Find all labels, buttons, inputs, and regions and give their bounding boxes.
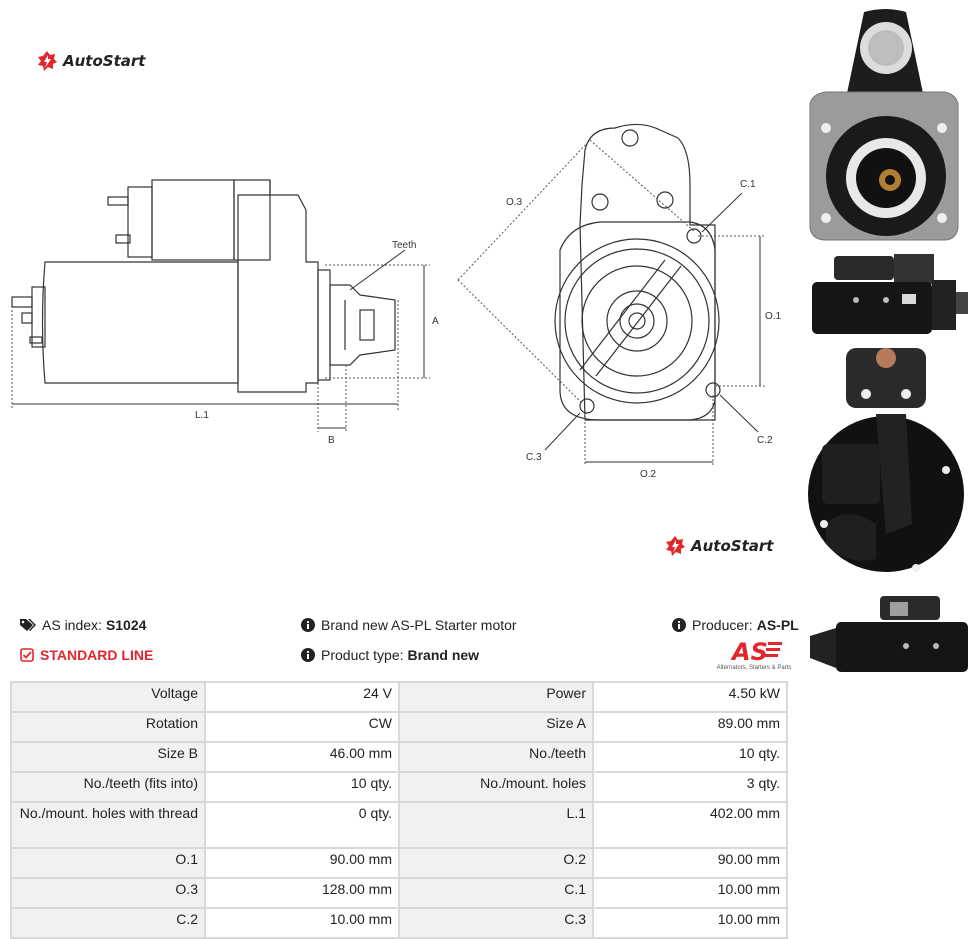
label-c2: C.2 <box>757 435 773 446</box>
info-icon <box>301 648 315 662</box>
table-row: Size B 46.00 mm No./teeth 10 qty. <box>10 741 788 773</box>
mount-hole <box>621 129 639 147</box>
autostart-logo: AutoStart <box>664 535 773 557</box>
spec-value: 402.00 mm <box>592 801 788 849</box>
spec-label: Power <box>398 681 594 713</box>
table-row: Voltage 24 V Power 4.50 kW <box>10 681 788 713</box>
as-index: AS index: S1024 <box>20 617 146 633</box>
spec-value: 90.00 mm <box>204 847 400 879</box>
logo-text: AutoStart <box>63 52 146 70</box>
mount-hole-c3 <box>579 398 595 414</box>
spec-label: Rotation <box>10 711 206 743</box>
table-row: O.1 90.00 mm O.2 90.00 mm <box>10 847 788 879</box>
tag-icon <box>20 618 36 632</box>
table-row: Rotation CW Size A 89.00 mm <box>10 711 788 743</box>
label-o2: O.2 <box>640 469 657 480</box>
label-l1: L.1 <box>195 410 209 421</box>
info-icon <box>301 618 315 632</box>
mount-hole <box>591 193 609 211</box>
spec-label: C.1 <box>398 877 594 909</box>
autostart-logo-icon <box>666 536 685 556</box>
spec-label: Size A <box>398 711 594 743</box>
spec-label: Voltage <box>10 681 206 713</box>
spec-label: No./mount. holes <box>398 771 594 803</box>
label-a: A <box>432 316 439 327</box>
product-description: Brand new AS-PL Starter motor <box>301 617 517 633</box>
label-b: B <box>328 435 335 446</box>
producer: Producer: AS-PL <box>672 617 799 633</box>
table-row: O.3 128.00 mm C.1 10.00 mm <box>10 877 788 909</box>
aspl-logo-mark: AS <box>730 638 782 666</box>
label-c3: C.3 <box>526 452 542 463</box>
producer-value: AS-PL <box>756 617 799 633</box>
spec-label: O.3 <box>10 877 206 909</box>
table-row: C.2 10.00 mm C.3 10.00 mm <box>10 907 788 939</box>
spec-table: Voltage 24 V Power 4.50 kW Rotation CW S… <box>10 681 788 939</box>
spec-label: O.2 <box>398 847 594 879</box>
product-photo-front[interactable] <box>806 8 972 244</box>
end-view-outline <box>579 123 716 421</box>
spec-value: 89.00 mm <box>592 711 788 743</box>
label-o1: O.1 <box>765 311 782 322</box>
as-index-label: AS index: <box>42 617 102 633</box>
label-teeth: Teeth <box>392 240 416 251</box>
spec-label: O.1 <box>10 847 206 879</box>
spec-label: No./teeth (fits into) <box>10 771 206 803</box>
mount-hole <box>656 191 674 209</box>
terminal-stud <box>115 234 131 244</box>
mount-hole-c1 <box>686 228 702 244</box>
spec-value: 10 qty. <box>592 741 788 773</box>
info-icon <box>672 618 686 632</box>
product-type-label: Product type: <box>321 647 404 663</box>
aspl-logo-text: AS <box>730 638 768 662</box>
product-type: Product type: Brand new <box>301 647 479 663</box>
terminal-stud <box>107 196 129 206</box>
spec-value: CW <box>204 711 400 743</box>
product-type-value: Brand new <box>407 647 480 663</box>
spec-value: 10 qty. <box>204 771 400 803</box>
aspl-tagline: Alternators, Starters & Parts <box>716 665 792 671</box>
product-photo-angle[interactable] <box>806 592 972 682</box>
standard-line-label: STANDARD LINE <box>40 647 154 663</box>
table-row: No./teeth (fits into) 10 qty. No./mount.… <box>10 771 788 803</box>
producer-label: Producer: <box>692 617 753 633</box>
table-row: No./mount. holes with thread 0 qty. L.1 … <box>10 801 788 849</box>
autostart-logo-icon <box>38 51 57 71</box>
label-c1: C.1 <box>740 179 756 190</box>
spec-label: L.1 <box>398 801 594 849</box>
as-index-value: S1024 <box>105 617 147 633</box>
spec-value: 10.00 mm <box>204 907 400 939</box>
spec-label: No./teeth <box>398 741 594 773</box>
spec-label: C.2 <box>10 907 206 939</box>
label-o3: O.3 <box>506 197 523 208</box>
technical-drawing: Teeth A L.1 B O.3 C.1 O.1 C.2 C.3 O.2 <box>11 123 782 480</box>
mount-hole-c2 <box>705 382 721 398</box>
aspl-logo: AS Alternators, Starters & Parts <box>714 638 794 671</box>
spec-value: 90.00 mm <box>592 847 788 879</box>
spec-value: 46.00 mm <box>204 741 400 773</box>
spec-label: C.3 <box>398 907 594 939</box>
terminal-stud <box>11 296 33 308</box>
spec-value: 24 V <box>204 681 400 713</box>
check-square-icon <box>20 648 34 662</box>
spec-value: 128.00 mm <box>204 877 400 909</box>
spec-label: No./mount. holes with thread <box>10 801 206 849</box>
spec-value: 0 qty. <box>204 801 400 849</box>
spec-value: 3 qty. <box>592 771 788 803</box>
logo-text: AutoStart <box>691 537 774 555</box>
spec-value: 10.00 mm <box>592 907 788 939</box>
spec-value: 4.50 kW <box>592 681 788 713</box>
standard-line-badge: STANDARD LINE <box>20 647 153 663</box>
product-photo-rear[interactable] <box>806 344 972 584</box>
description-text: Brand new AS-PL Starter motor <box>321 617 517 633</box>
spec-label: Size B <box>10 741 206 773</box>
product-photo-side[interactable] <box>806 250 972 338</box>
autostart-logo: AutoStart <box>36 50 145 72</box>
spec-value: 10.00 mm <box>592 877 788 909</box>
